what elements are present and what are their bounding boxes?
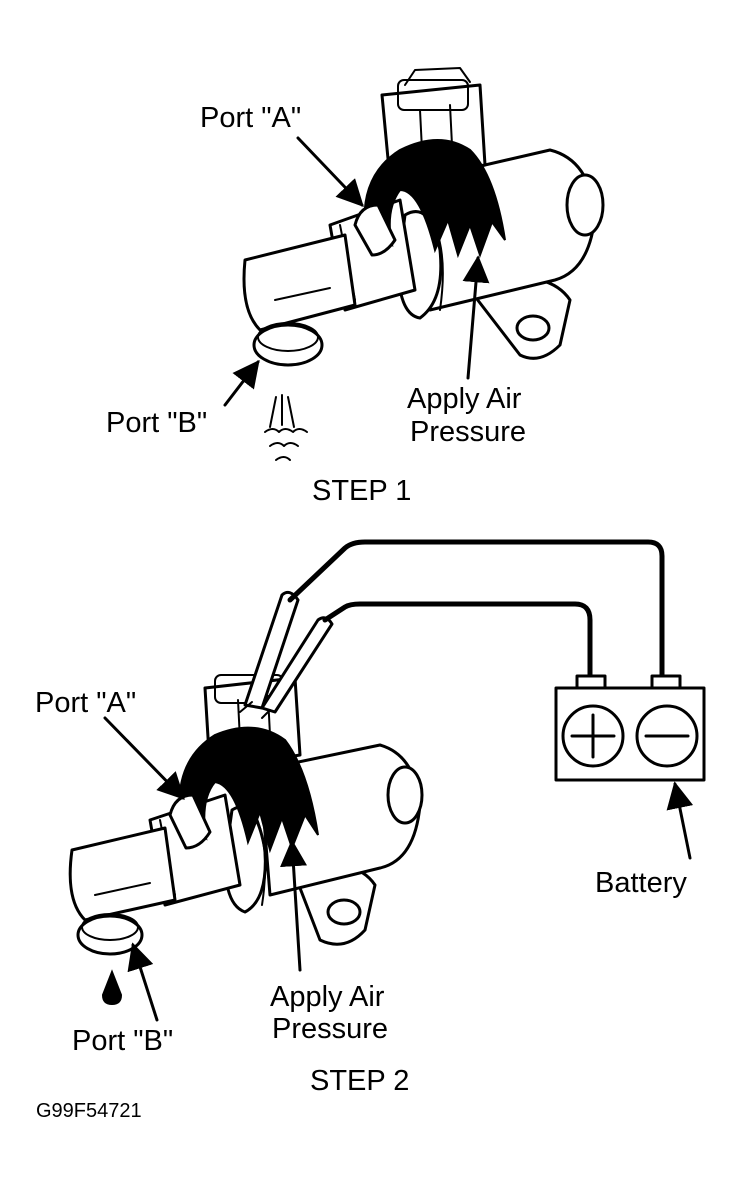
step2-leaders [103,716,694,1022]
step2-port-a-label: Port "A" [35,687,136,719]
battery-negative-terminal-icon [635,704,699,768]
step1-port-a-label: Port "A" [200,102,301,134]
step2-valve [68,590,424,1006]
step2-caption: STEP 2 [310,1065,409,1097]
battery-wires [287,539,665,681]
battery-label: Battery [595,867,687,899]
step1-port-b-label: Port "B" [106,407,207,439]
step2-apply-air-line2: Pressure [272,1013,388,1045]
figure-code: G99F54721 [36,1100,142,1122]
step1-apply-air-line2: Pressure [410,416,526,448]
step1-valve [242,67,605,461]
step2-apply-air-line1: Apply Air [270,981,385,1013]
step1-apply-air-line1: Apply Air [407,383,522,415]
step2-port-b-label: Port "B" [72,1025,173,1057]
battery-positive-terminal-icon [561,704,625,768]
battery [554,674,706,782]
step1-caption: STEP 1 [312,475,411,507]
step1-leaders [223,136,490,407]
